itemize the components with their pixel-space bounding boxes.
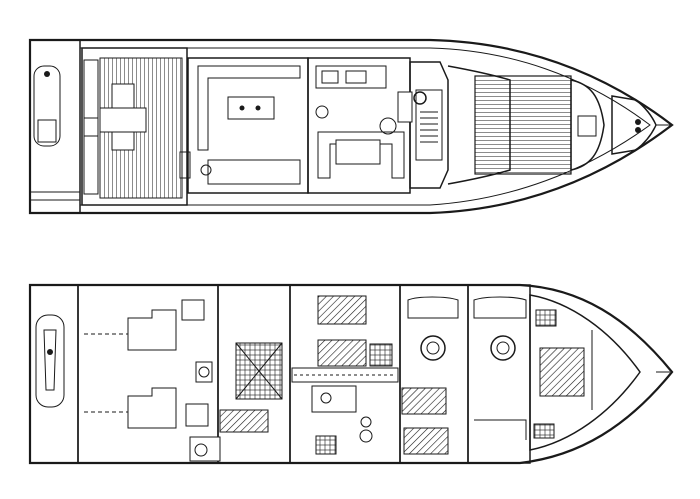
helm-dashboard (415, 89, 443, 161)
crew-bunk-cross (235, 342, 283, 400)
hatch (577, 115, 597, 137)
platform-step (30, 191, 80, 201)
bow-cabin-top (570, 79, 605, 171)
cockpit-table-leaf (99, 107, 147, 133)
guest-berth-hatched-2 (403, 427, 449, 455)
table-lamp-icon (239, 105, 245, 111)
helm-console (409, 61, 449, 189)
cabin-berth-hatched (317, 339, 367, 367)
swim-platform (29, 39, 81, 214)
bow-wardrobe-2 (533, 423, 555, 439)
aft-gate (83, 117, 99, 137)
toilet-icon (320, 392, 332, 404)
anchor-locker (611, 95, 657, 155)
basin-icon-2 (360, 416, 372, 428)
vip-berth-hatched (317, 295, 367, 325)
tender-outboard-icon (44, 71, 50, 77)
crew-bunk-hatched (219, 409, 269, 433)
chair-icon (420, 335, 446, 361)
tender-seat (37, 119, 57, 143)
crew-basin-icon (198, 366, 210, 378)
engine-port (127, 309, 177, 351)
generator (181, 299, 205, 321)
saloon-coffee-table (227, 96, 275, 120)
corridor (291, 367, 399, 383)
guest-berth-hatched (401, 387, 447, 415)
sofa-curve-2 (473, 296, 527, 319)
crew-toilet-icon (194, 443, 208, 457)
transom-bench (83, 59, 99, 195)
crew-basin (195, 361, 213, 383)
dressing-table (474, 419, 527, 440)
sofa-curve (407, 296, 459, 319)
galley-sink (321, 70, 339, 84)
windlass-icon-2 (635, 127, 641, 133)
saloon-settee-top (197, 65, 301, 151)
tender-stowage (33, 65, 61, 147)
tv-stand-icon (200, 164, 212, 176)
dinette-chair-icon-2 (315, 105, 329, 119)
chair-icon-inner (426, 341, 440, 355)
helm-gauges (420, 111, 438, 143)
generator-2 (185, 403, 209, 427)
basin-icon (359, 429, 373, 443)
shower (315, 435, 337, 455)
galley-counter (315, 65, 387, 89)
table-lamp-icon-2 (255, 105, 261, 111)
lower-deck-plan (28, 283, 674, 465)
engine-starboard (127, 387, 177, 429)
foredeck-sunpad (474, 75, 572, 175)
upper-hull-inner-line (79, 47, 651, 206)
chair-icon-3-inner (496, 341, 510, 355)
jet-ski-hull (43, 329, 57, 391)
wardrobe (369, 343, 393, 367)
dinette-table (335, 139, 381, 165)
helm-seat (397, 91, 413, 123)
dinette-chair-icon (379, 117, 397, 135)
steering-wheel-icon (413, 91, 427, 105)
galley-hob (345, 70, 367, 84)
head-compartment (311, 385, 357, 413)
bow-cabin (529, 294, 641, 451)
bow-wardrobe (535, 309, 557, 327)
saloon-settee-bottom (207, 159, 301, 185)
aft-cockpit (81, 47, 188, 206)
saloon-doorway (179, 151, 191, 179)
bow-berth-hatched (539, 347, 585, 397)
chair-icon-3 (490, 335, 516, 361)
crew-head (189, 436, 221, 462)
jet-ski-seat-icon (47, 349, 53, 355)
jet-ski (35, 314, 65, 408)
upper-deck-plan (28, 38, 674, 215)
windlass-icon (635, 119, 641, 125)
